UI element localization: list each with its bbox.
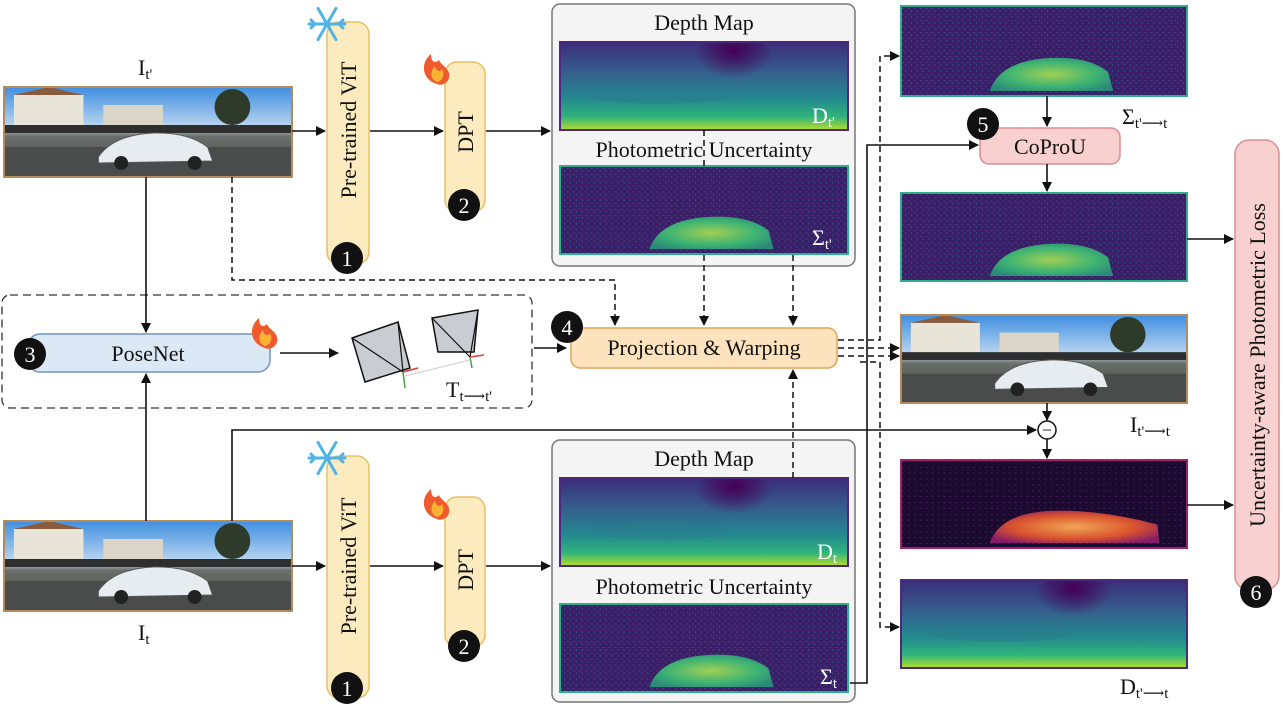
projection-label: Projection & Warping bbox=[607, 335, 800, 360]
encoder-top-label: Pre-trained ViT bbox=[336, 61, 361, 199]
minus-symbol: − bbox=[1042, 420, 1052, 440]
camera-frustum-left bbox=[351, 321, 419, 389]
projection-badge: 4 bbox=[562, 315, 573, 340]
frame-cur-image bbox=[3, 520, 293, 612]
flame-icon bbox=[423, 54, 450, 85]
warped-image-symbol: It'⟶t bbox=[1130, 412, 1171, 440]
uncertainty-symbol-top: Σt' bbox=[812, 225, 832, 253]
dashed-arrows bbox=[231, 51, 900, 632]
posenet-badge: 3 bbox=[25, 342, 36, 367]
loss-block: Uncertainty-aware Photometric Loss 6 bbox=[1234, 139, 1280, 608]
frame-prev-symbol: It' bbox=[138, 55, 152, 83]
output-panel-bottom: Depth Map Dt Photometric Uncertainty Σt bbox=[551, 439, 856, 703]
warped-uncertainty-map bbox=[900, 5, 1188, 97]
decoder-top-label: DPT bbox=[453, 111, 478, 153]
uncertainty-symbol-bottom: Σt bbox=[820, 664, 838, 692]
coprou-badge: 5 bbox=[978, 112, 989, 137]
depth-map-top bbox=[560, 42, 848, 130]
encoder-top: Pre-trained ViT 1 bbox=[326, 21, 370, 274]
uncertainty-map-top bbox=[560, 166, 848, 254]
posenet-block: PoseNet 3 bbox=[14, 333, 271, 373]
minus-operator: − bbox=[1037, 420, 1057, 440]
depth-symbol-top: Dt' bbox=[812, 103, 835, 131]
decoder-bottom-label: DPT bbox=[453, 549, 478, 591]
frame-prev-image bbox=[3, 86, 293, 178]
projection-warping-block: Projection & Warping 4 bbox=[551, 311, 838, 369]
warped-depth-symbol: Dt'⟶t bbox=[1120, 674, 1169, 702]
pose-symbol: Tt⟶t' bbox=[446, 377, 492, 405]
decoder-top-badge: 2 bbox=[459, 193, 470, 218]
solid-arrows bbox=[141, 96, 1234, 684]
camera-baseline bbox=[404, 359, 471, 377]
warped-depth-map bbox=[900, 579, 1188, 669]
uncertainty-map-bottom bbox=[560, 604, 848, 692]
warped-uncertainty-symbol: Σt'⟶t bbox=[1122, 104, 1168, 132]
warped-image bbox=[900, 314, 1188, 404]
coprou-label: CoProU bbox=[1014, 134, 1086, 159]
coprou-block: CoProU 5 bbox=[967, 108, 1121, 165]
combined-uncertainty-map bbox=[900, 192, 1188, 282]
depth-map-title-bottom: Depth Map bbox=[654, 446, 754, 471]
depth-map-title-top: Depth Map bbox=[654, 10, 754, 35]
encoder-bottom-badge: 1 bbox=[342, 676, 353, 701]
decoder-bottom-badge: 2 bbox=[459, 634, 470, 659]
encoder-top-badge: 1 bbox=[342, 246, 353, 271]
posenet-label: PoseNet bbox=[111, 341, 184, 366]
loss-label: Uncertainty-aware Photometric Loss bbox=[1245, 203, 1270, 527]
loss-badge: 6 bbox=[1251, 580, 1262, 605]
snowflake-icon bbox=[307, 6, 347, 42]
pose-module-region bbox=[1, 294, 533, 409]
frame-cur-symbol: It bbox=[138, 620, 150, 648]
encoder-bottom-label: Pre-trained ViT bbox=[336, 497, 361, 635]
decoder-top: DPT 2 bbox=[444, 61, 486, 221]
depth-symbol-bottom: Dt bbox=[817, 539, 838, 567]
flame-icon bbox=[423, 489, 450, 520]
photometric-residual-map bbox=[900, 459, 1188, 549]
snowflake-icon bbox=[307, 440, 347, 476]
flame-icon bbox=[251, 318, 278, 349]
uncertainty-title-bottom: Photometric Uncertainty bbox=[596, 574, 813, 599]
encoder-bottom: Pre-trained ViT 1 bbox=[326, 455, 370, 704]
depth-map-bottom bbox=[560, 478, 848, 566]
camera-frustum-right bbox=[431, 309, 485, 369]
decoder-bottom: DPT 2 bbox=[444, 496, 486, 662]
